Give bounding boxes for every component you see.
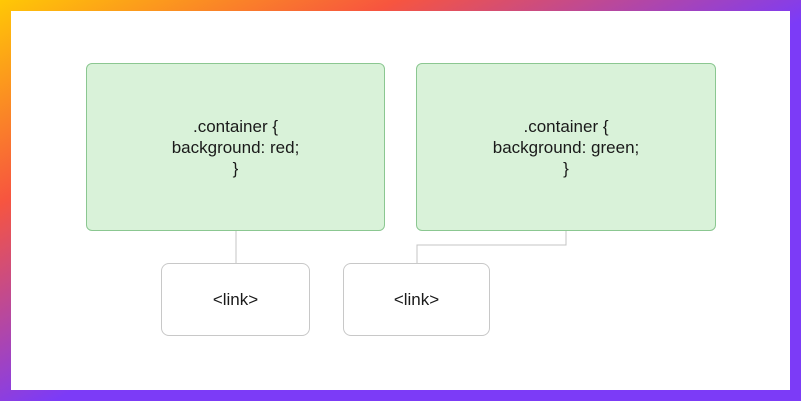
link-node-1: <link> <box>161 263 310 336</box>
css-rule-line: background: green; <box>492 137 640 157</box>
link-node-label: <link> <box>212 290 259 309</box>
css-rule-line: } <box>232 158 239 178</box>
link-node-label: <link> <box>393 290 440 309</box>
css-rule-line: background: red; <box>171 137 300 157</box>
css-rule-node-red: .container { background: red; } <box>86 63 385 231</box>
css-rule-line: .container { <box>192 116 279 136</box>
css-rule-node-green: .container { background: green; } <box>416 63 716 231</box>
css-rule-line: .container { <box>523 116 609 136</box>
link-node-2: <link> <box>343 263 490 336</box>
css-rule-line: } <box>563 158 569 178</box>
